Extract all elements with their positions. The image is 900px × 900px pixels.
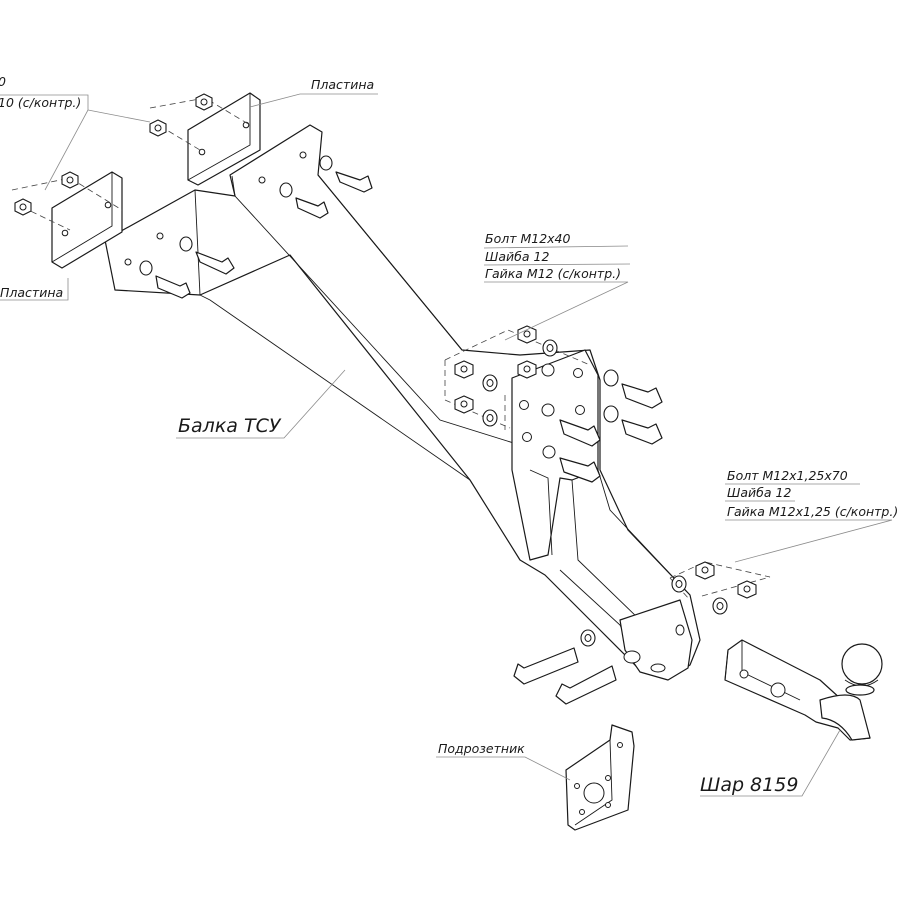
assembly-lines (11, 97, 771, 601)
label-socket-bracket: Подрозетник (438, 741, 525, 756)
tow-ball-mount (724, 639, 883, 741)
label-beam: Балка ТСУ (178, 415, 282, 437)
label-washer-1: Шайба 12 (485, 249, 549, 264)
labels: 0 10 (с/контр.) Пластина Пластина Балка … (0, 74, 898, 796)
label-partial-top-2: 10 (с/контр.) (0, 95, 81, 110)
label-bolt-2: Болт М12х1,25х70 (727, 468, 848, 483)
label-washer-2: Шайба 12 (727, 485, 791, 500)
label-plate-left: Пластина (0, 285, 63, 300)
label-nut-1: Гайка М12 (с/контр.) (485, 266, 621, 281)
tow-beam (104, 124, 701, 681)
label-ball: Шар 8159 (700, 774, 798, 796)
label-bolt-1: Болт М12х40 (485, 231, 571, 246)
label-plate-top: Пластина (311, 77, 374, 92)
label-nut-2: Гайка М12х1,25 (с/контр.) (727, 504, 898, 519)
socket-bracket (565, 724, 635, 831)
ball-icon (841, 643, 883, 685)
leader-lines (0, 93, 893, 797)
fasteners (14, 93, 757, 705)
plate-top (187, 92, 261, 186)
plate-left (51, 171, 123, 269)
label-partial-top-1: 0 (0, 74, 6, 89)
